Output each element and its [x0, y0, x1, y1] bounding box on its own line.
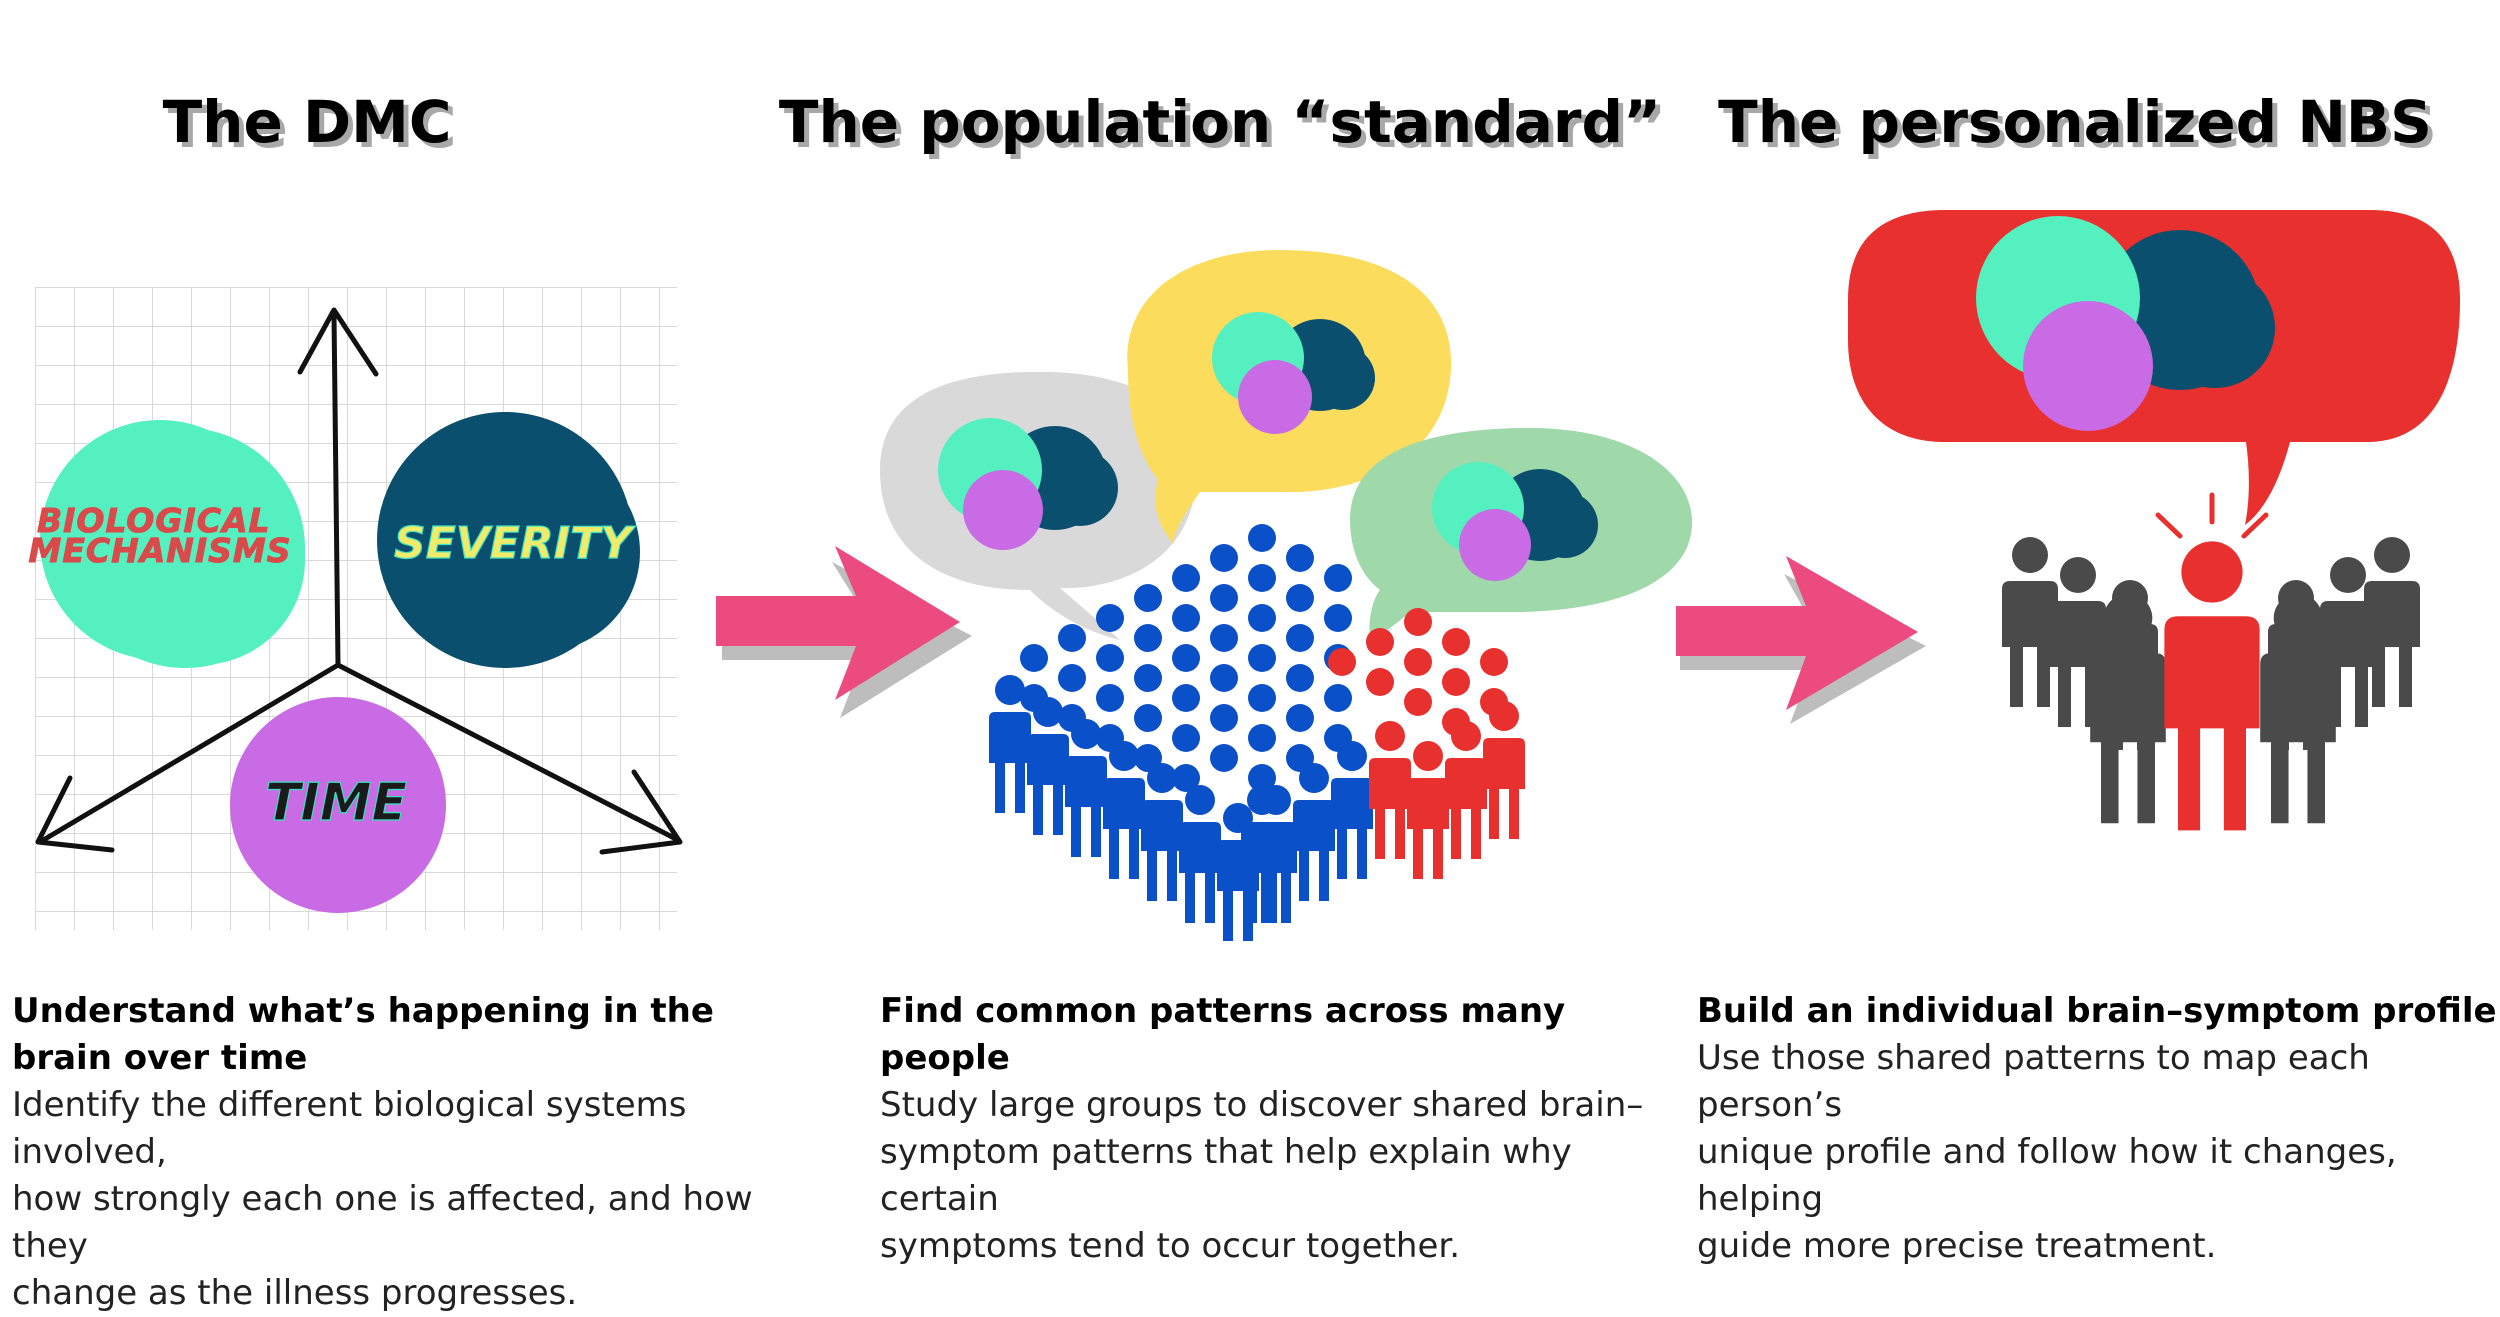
- caption-dmc-body: Identify the different biological system…: [12, 1085, 753, 1313]
- population-diagram: [880, 250, 1693, 941]
- panel-title-personalized: The personalized NBS: [1718, 88, 2432, 156]
- people-crowd-icon: [989, 524, 1525, 941]
- arrow-right-icon: [716, 546, 972, 718]
- dmc-diagram: BIOLOGICAL MECHANISMS SEVERITY TIME: [28, 287, 683, 930]
- arrow-right-icon: [1676, 556, 1926, 724]
- speech-bubble-icon: [880, 371, 1197, 640]
- caption-population-body: Study large groups to discover shared br…: [880, 1085, 1644, 1266]
- biological-line-2: MECHANISMS: [28, 531, 291, 570]
- caption-dmc: Understand what’s happening in the brain…: [12, 988, 812, 1317]
- crowd-red-subgroup: [1328, 608, 1525, 879]
- caption-personalized-head: Build an individual brain–symptom profil…: [1697, 991, 2497, 1031]
- biological-label: BIOLOGICAL MECHANISMS: [28, 501, 291, 570]
- highlighted-person-icon: [2155, 492, 2269, 831]
- severity-label: SEVERITY: [394, 518, 636, 569]
- crowd-bodies-blue: [989, 675, 1373, 941]
- caption-dmc-head: Understand what’s happening in the brain…: [12, 991, 714, 1078]
- time-label: TIME: [265, 773, 407, 833]
- caption-population-head: Find common patterns across many people: [880, 991, 1566, 1078]
- severity-circle: SEVERITY: [377, 412, 640, 668]
- caption-personalized-body: Use those shared patterns to map each pe…: [1697, 1038, 2397, 1266]
- axes-diagram: [35, 307, 683, 855]
- personalized-diagram: [1848, 210, 2460, 831]
- time-circle: TIME: [230, 697, 446, 913]
- biological-mechanisms-circle: BIOLOGICAL MECHANISMS: [28, 420, 305, 668]
- caption-personalized: Build an individual brain–symptom profil…: [1697, 988, 2497, 1270]
- panel-title-population: The population “standard”: [778, 88, 1662, 156]
- caption-population: Find common patterns across many people …: [880, 988, 1680, 1270]
- panel-title-dmc: The DMC: [162, 88, 452, 156]
- speech-bubble-icon: [1350, 427, 1693, 640]
- biological-line-1: BIOLOGICAL: [37, 501, 271, 540]
- speech-bubble-icon: [1848, 210, 2460, 525]
- infographic-canvas: BIOLOGICAL MECHANISMS SEVERITY TIME: [28, 210, 2460, 941]
- crowd-heads-blue: [1020, 524, 1352, 792]
- highlight-rays: [2155, 492, 2269, 539]
